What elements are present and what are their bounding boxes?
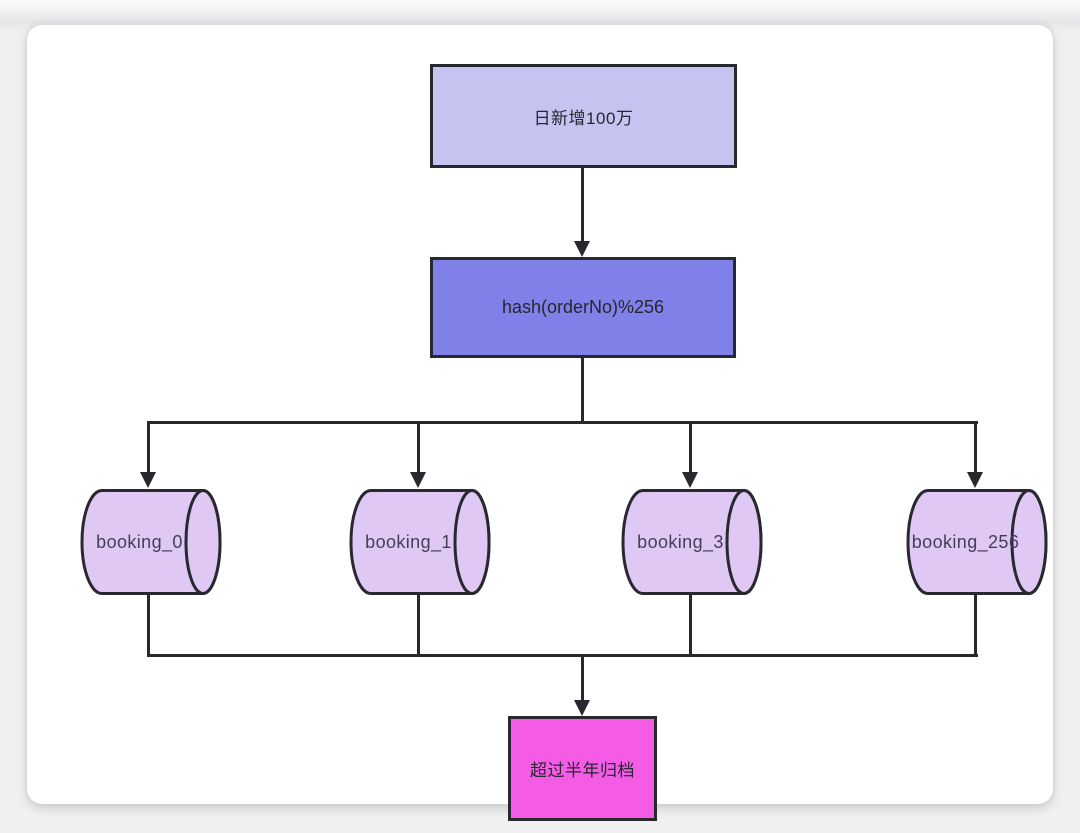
shard-cylinder-booking-3: booking_3: [617, 489, 765, 595]
connector-line: [147, 594, 150, 657]
shard-cylinder-booking-0: booking_0: [76, 489, 224, 595]
node-archive-label: 超过半年归档: [530, 761, 635, 780]
node-hash-router-label: hash(orderNo)%256: [501, 297, 665, 317]
database-cylinder-icon: [621, 489, 763, 595]
arrowhead-down-icon: [140, 472, 156, 488]
arrowhead-down-icon: [967, 472, 983, 488]
arrowhead-down-icon: [574, 700, 590, 716]
connector-line: [417, 594, 420, 657]
node-hash-router: hash(orderNo)%256: [430, 257, 736, 358]
shard-cylinder-booking-256: booking_256: [902, 489, 1050, 595]
arrowhead-down-icon: [682, 472, 698, 488]
connector-line: [581, 358, 584, 423]
node-archive: 超过半年归档: [508, 716, 657, 821]
connector-line: [974, 421, 977, 473]
node-daily-insert-label: 日新增100万: [533, 108, 634, 128]
shard-label: booking_256: [911, 531, 1020, 552]
merge-bus-line: [147, 654, 978, 657]
connector-line: [581, 654, 584, 702]
connector-line: [689, 421, 692, 473]
connector-line: [974, 594, 977, 657]
shard-cylinder-booking-1: booking_1: [345, 489, 493, 595]
shard-label: booking_0: [96, 531, 183, 552]
arrowhead-down-icon: [410, 472, 426, 488]
shard-label: booking_3: [637, 531, 724, 552]
database-cylinder-icon: [906, 489, 1048, 595]
diagram-card: 日新增100万 hash(orderNo)%256 booking_0: [27, 25, 1053, 821]
database-cylinder-icon: [349, 489, 491, 595]
arrowhead-down-icon: [574, 241, 590, 257]
shard-label: booking_1: [365, 531, 452, 552]
connector-line: [147, 421, 150, 473]
connector-line: [581, 168, 584, 242]
node-daily-insert: 日新增100万: [430, 64, 737, 168]
database-cylinder-icon: [80, 489, 222, 595]
connector-line: [689, 594, 692, 657]
branch-bus-line: [147, 421, 978, 424]
connector-line: [417, 421, 420, 473]
